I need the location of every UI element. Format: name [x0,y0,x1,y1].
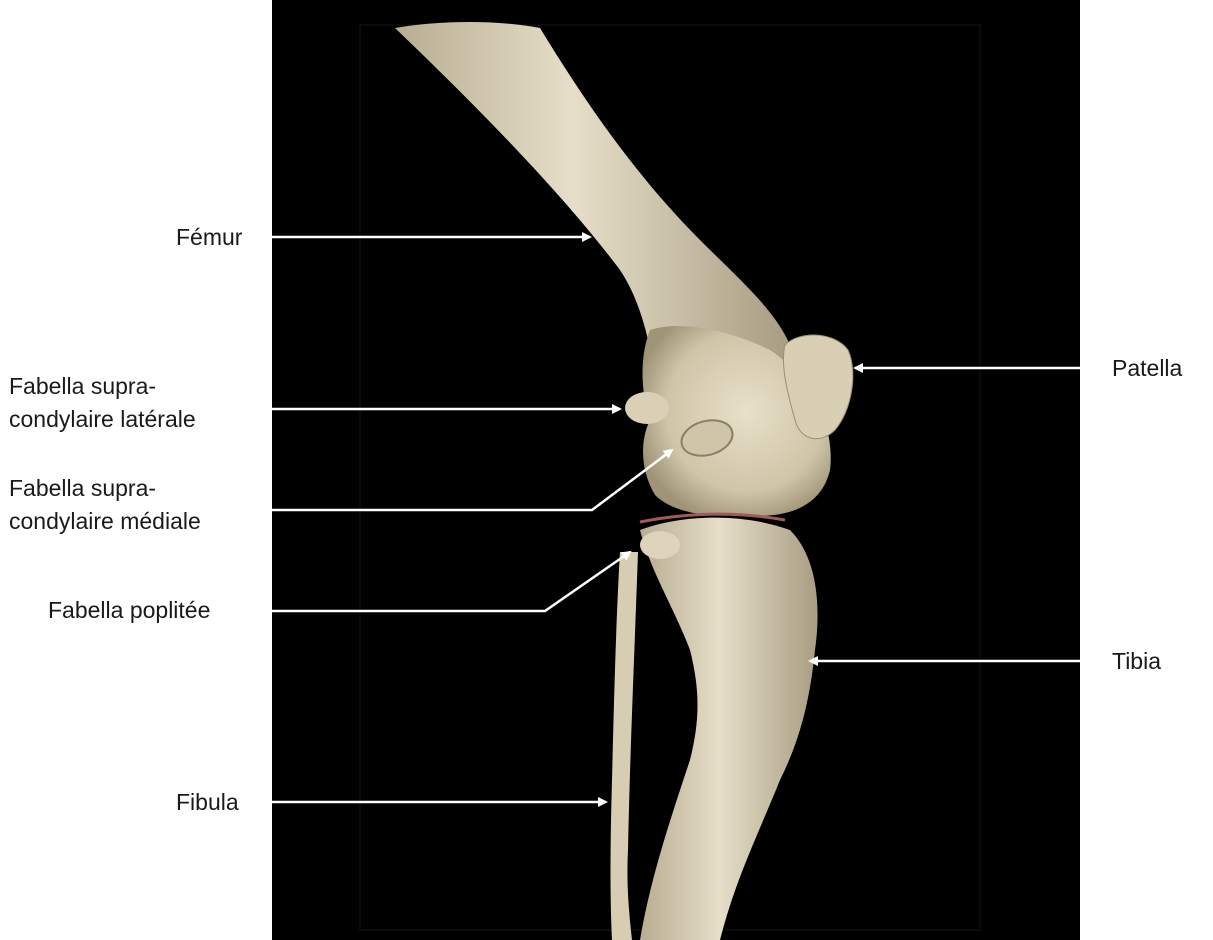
medial-fabella-label-line2: condylaire médiale [9,506,201,536]
femur-label: Fémur [176,222,242,252]
lateral-fabella-bone [625,392,669,424]
lateral-fabella-label-line2: condylaire latérale [9,404,196,434]
patella-label: Patella [1112,353,1182,383]
fibula-label: Fibula [176,787,239,817]
lateral-fabella-label-line1: Fabella supra- [9,371,156,401]
popliteal-fabella-bone [640,531,680,559]
poplitea-fabella-label: Fabella poplitée [48,595,210,625]
tibia-label: Tibia [1112,646,1161,676]
medial-fabella-label-line1: Fabella supra- [9,473,156,503]
